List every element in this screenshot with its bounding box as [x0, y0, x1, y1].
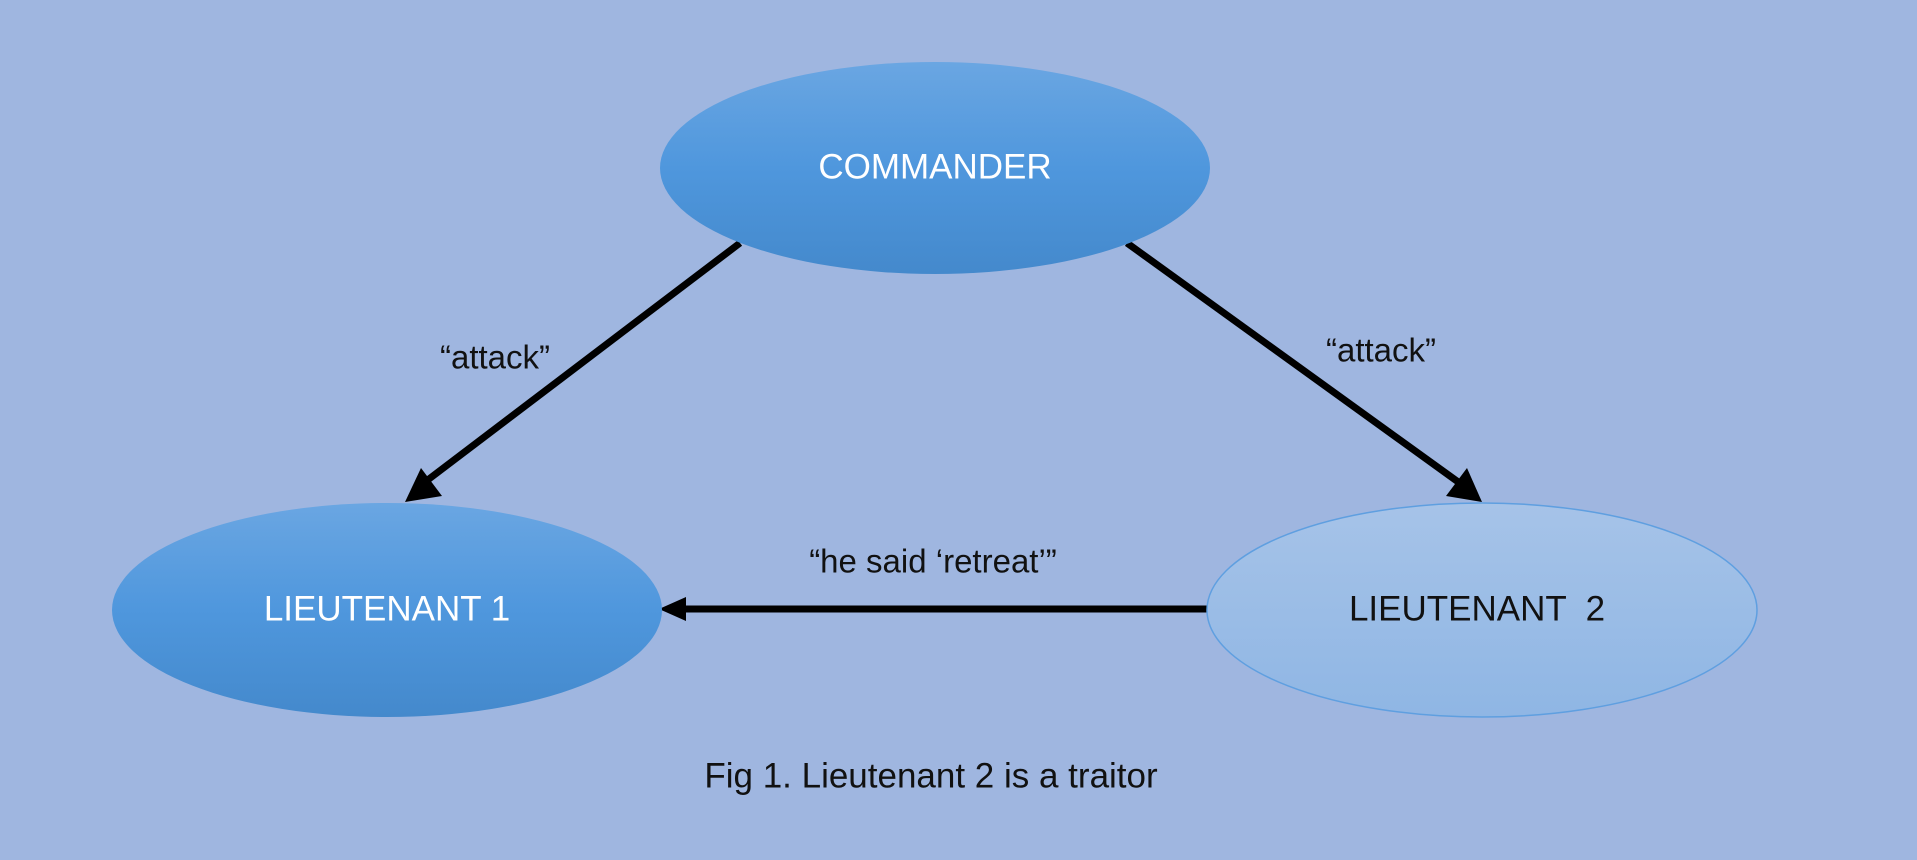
edge-commander-to-lieutenant2	[1124, 240, 1482, 502]
node-shape	[112, 503, 662, 717]
node-commander: COMMANDER	[660, 62, 1210, 274]
node-shape	[660, 62, 1210, 274]
edge-commander-to-lieutenant1	[405, 240, 743, 502]
node-label: LIEUTENANT 2	[1349, 589, 1605, 628]
node-label: LIEUTENANT 1	[264, 589, 510, 628]
arrowhead	[405, 468, 442, 502]
node-label: COMMANDER	[818, 147, 1051, 186]
node-shape	[1206, 502, 1758, 718]
arrowhead	[1446, 468, 1482, 502]
node-lieutenant-2: LIEUTENANT 2	[1206, 502, 1758, 718]
edge-label-lieutenant2-to-lieutenant1: “he said ‘retreat’”	[809, 543, 1057, 580]
edge-line	[1124, 240, 1464, 487]
edge-lieutenant2-to-lieutenant1	[659, 597, 1208, 621]
node-lieutenant-1: LIEUTENANT 1	[112, 503, 662, 717]
edge-line	[422, 240, 743, 485]
edge-label-commander-to-lieutenant2: “attack”	[1326, 332, 1436, 369]
arrowhead	[659, 597, 686, 621]
edge-label-commander-to-lieutenant1: “attack”	[440, 339, 550, 376]
figure-caption: Fig 1. Lieutenant 2 is a traitor	[704, 756, 1158, 795]
